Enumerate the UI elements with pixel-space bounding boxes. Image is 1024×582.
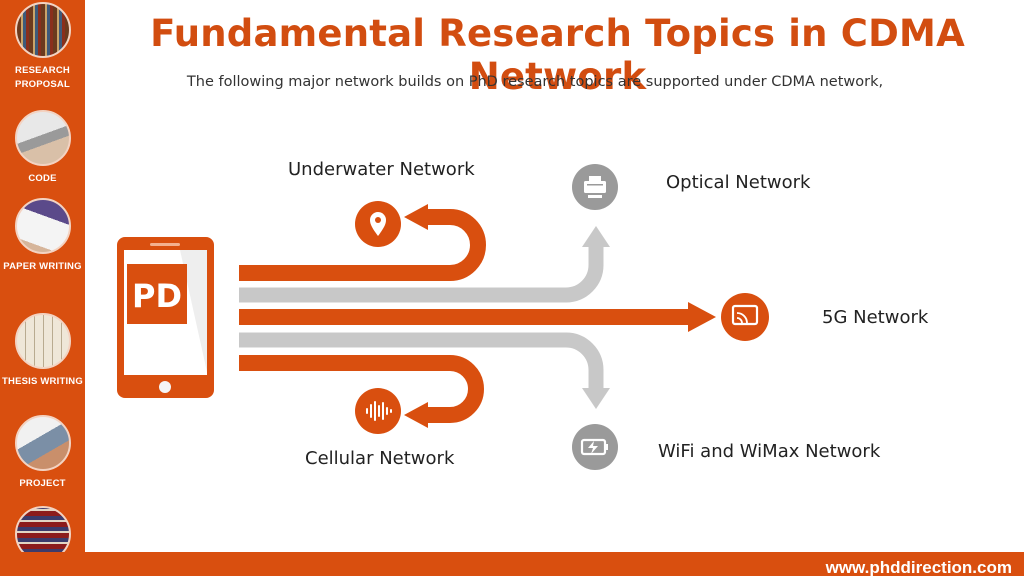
optical-arrowhead <box>582 226 610 247</box>
phone-illustration: PD <box>117 237 214 398</box>
typing-photo-icon <box>14 110 71 166</box>
page-title: Fundamental Research Topics in CDMA Netw… <box>150 12 965 98</box>
thesis-tiles-photo-icon <box>14 313 71 369</box>
underwater-arrowhead <box>404 204 428 230</box>
wifi-arrowhead <box>582 388 610 409</box>
wifi-network-label: WiFi and WiMax Network <box>658 441 881 462</box>
sidebar-item-thesis-writing[interactable]: THESIS WRITING <box>0 313 85 389</box>
printer-icon <box>572 164 618 210</box>
sound-wave-icon <box>355 388 401 434</box>
cast-screen-icon <box>721 293 769 341</box>
wifi-path <box>239 332 604 390</box>
sidebar: RESEARCH PROPOSAL CODE PAPER WRITING THE… <box>0 0 85 580</box>
sidebar-item-project[interactable]: PROJECT <box>0 415 85 491</box>
optical-path <box>239 245 604 303</box>
optical-network-label: Optical Network <box>666 172 811 193</box>
sidebar-item-research-proposal[interactable]: RESEARCH PROPOSAL <box>0 2 85 92</box>
desk-photo-icon <box>14 415 71 471</box>
cellular-path <box>239 355 485 423</box>
underwater-network-label: Underwater Network <box>288 159 475 180</box>
sidebar-item-label: THESIS WRITING <box>2 376 83 387</box>
fiveg-arrowhead <box>688 302 716 332</box>
sidebar-item-label: PAPER WRITING <box>3 261 82 272</box>
battery-charging-icon <box>572 424 618 470</box>
footer-bar: www.phddirection.com <box>0 552 1024 577</box>
underwater-path <box>239 209 487 281</box>
cellular-arrowhead <box>404 402 428 428</box>
writing-photo-icon <box>14 198 71 254</box>
phone-logo-text: PD <box>132 277 182 315</box>
fiveg-network-label: 5G Network <box>822 307 929 328</box>
page-subtitle: The following major network builds on Ph… <box>186 74 884 90</box>
sidebar-item-label: CODE <box>28 173 57 184</box>
sidebar-item-label: PROJECT <box>19 478 66 489</box>
books-photo-icon <box>14 2 71 58</box>
sidebar-item-paper-writing[interactable]: PAPER WRITING <box>0 198 85 274</box>
location-pin-icon <box>355 201 401 247</box>
cellular-network-label: Cellular Network <box>305 448 455 469</box>
sidebar-item-label: RESEARCH PROPOSAL <box>15 65 70 90</box>
sidebar-item-code[interactable]: CODE <box>0 110 85 186</box>
website-link[interactable]: www.phddirection.com <box>825 558 1012 577</box>
